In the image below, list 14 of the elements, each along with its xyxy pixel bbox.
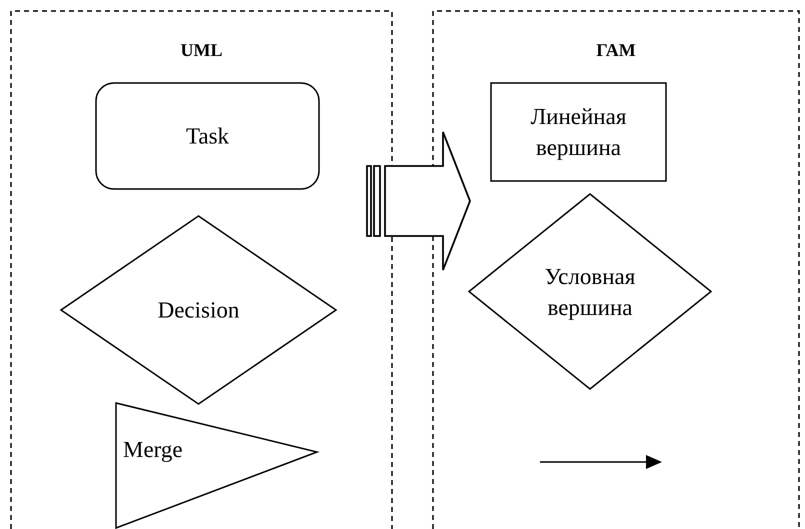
node-label: Условная вершина xyxy=(544,262,636,322)
process-box xyxy=(490,82,667,182)
node-label: Линейная вершина xyxy=(530,102,628,162)
node-label: Decision xyxy=(156,296,240,324)
dashed-panel xyxy=(10,10,393,529)
panel-heading: UML xyxy=(180,39,224,62)
merge-triangle xyxy=(115,402,318,529)
dashed-panel xyxy=(432,10,800,529)
node-label: Merge xyxy=(123,436,183,464)
panel-heading: ГАМ xyxy=(595,39,637,62)
node-label: Task xyxy=(184,122,230,150)
decision-diamond xyxy=(468,193,712,390)
block-arrow xyxy=(366,131,471,271)
task-box xyxy=(95,82,320,190)
